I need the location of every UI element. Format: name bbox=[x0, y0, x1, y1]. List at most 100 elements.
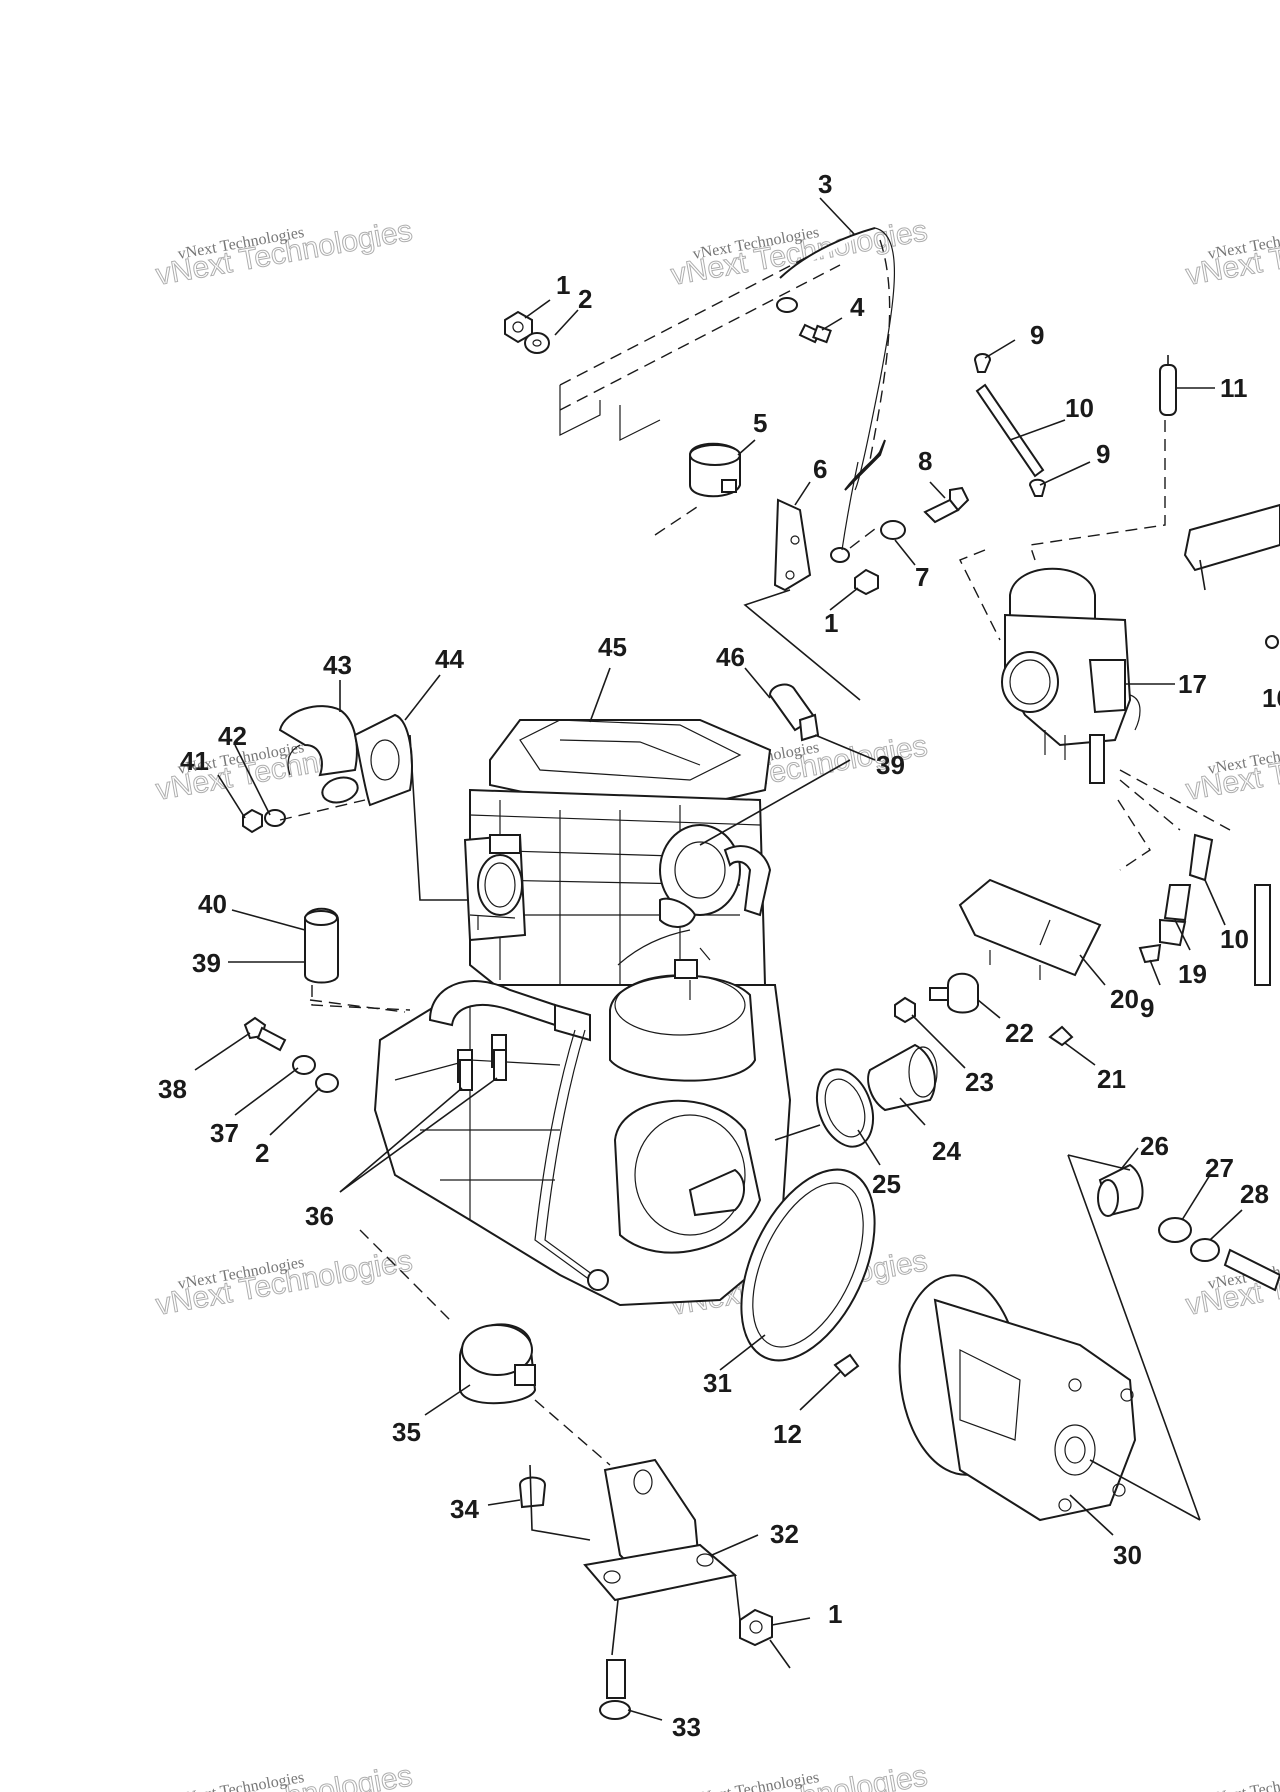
ground-cable bbox=[776, 227, 895, 563]
nut-1-middle bbox=[854, 568, 879, 596]
bolt-12 bbox=[833, 1353, 860, 1378]
watermark: vNext Technologies vNext Technologies bbox=[668, 214, 930, 293]
svg-text:vNext Technologies: vNext Technologies bbox=[177, 1769, 306, 1792]
callout-43: 43 bbox=[323, 650, 352, 680]
callout-10: 10 bbox=[1220, 924, 1249, 954]
clamp-9-mid bbox=[1028, 478, 1047, 497]
valve-19 bbox=[1159, 884, 1192, 947]
watermark: vNext Technologies vNext Technologies bbox=[668, 1759, 930, 1792]
callout-45: 45 bbox=[598, 632, 627, 662]
callout-38: 38 bbox=[158, 1074, 187, 1104]
callout-36: 36 bbox=[305, 1201, 334, 1231]
bolt-38 bbox=[243, 1016, 287, 1052]
watermark: vNext Technologies vNext Technologies bbox=[1183, 1759, 1280, 1792]
callout-17: 17 bbox=[1178, 669, 1207, 699]
watermark: vNext Technologies vNext Technologies bbox=[153, 214, 415, 293]
washer-27 bbox=[1158, 1217, 1192, 1243]
bolt-4 bbox=[798, 323, 832, 344]
bracket-16 bbox=[1183, 503, 1280, 649]
callout-42: 42 bbox=[218, 721, 247, 751]
housing-30 bbox=[898, 1274, 1137, 1522]
callout-28: 28 bbox=[1240, 1179, 1269, 1209]
callout-16: 16 bbox=[1262, 683, 1280, 713]
callout-9: 9 bbox=[1096, 439, 1110, 469]
washer-2-left bbox=[315, 1073, 339, 1093]
callout-33: 33 bbox=[672, 1712, 701, 1742]
callout-37: 37 bbox=[210, 1118, 239, 1148]
hose-clamp-25 bbox=[815, 1068, 875, 1148]
boot-24 bbox=[867, 1043, 938, 1112]
washer-28 bbox=[1190, 1238, 1220, 1262]
callout-numbers: 1 2 3 4 5 6 7 8 1 9 10 9 11 17 16 43 44 … bbox=[158, 169, 1280, 1742]
callout-25: 25 bbox=[872, 1169, 901, 1199]
callout-46: 46 bbox=[716, 642, 745, 672]
callout-44: 44 bbox=[435, 644, 464, 674]
callout-40: 40 bbox=[198, 889, 227, 919]
nut-34 bbox=[518, 1476, 547, 1509]
bracket-32 bbox=[583, 1458, 738, 1602]
bolt-8 bbox=[923, 486, 970, 524]
callout-9: 9 bbox=[1030, 320, 1044, 350]
callout-2: 2 bbox=[255, 1138, 269, 1168]
callout-1: 1 bbox=[828, 1599, 842, 1629]
clamp-9-low bbox=[1138, 943, 1162, 964]
callout-21: 21 bbox=[1097, 1064, 1126, 1094]
bracket-6 bbox=[773, 498, 812, 592]
bolt-right bbox=[1223, 1248, 1280, 1292]
hose-10-top bbox=[975, 383, 1045, 478]
callout-4: 4 bbox=[850, 292, 865, 322]
mount-22 bbox=[929, 972, 979, 1014]
callout-24: 24 bbox=[932, 1136, 961, 1166]
mount-5 bbox=[689, 442, 741, 498]
washer-2-top bbox=[524, 332, 550, 354]
callout-7: 7 bbox=[915, 562, 929, 592]
callout-11: 11 bbox=[1220, 373, 1248, 403]
callout-8: 8 bbox=[918, 446, 932, 476]
callout-35: 35 bbox=[392, 1417, 421, 1447]
gasket-31 bbox=[740, 1168, 876, 1362]
engine-block-45 bbox=[373, 719, 792, 1307]
callout-10: 10 bbox=[1065, 393, 1094, 423]
carburetor-17 bbox=[1001, 567, 1141, 784]
pin-11 bbox=[1159, 355, 1177, 416]
heat-shield-20 bbox=[958, 878, 1102, 980]
callout-22: 22 bbox=[1005, 1018, 1034, 1048]
svg-text:vNext Technologies: vNext Technologies bbox=[1207, 1769, 1280, 1792]
callout-39: 39 bbox=[192, 948, 221, 978]
nut-41 bbox=[242, 808, 263, 834]
callout-19: 19 bbox=[1178, 959, 1207, 989]
callout-6: 6 bbox=[813, 454, 827, 484]
callout-39: 39 bbox=[876, 750, 905, 780]
clamp-9-top bbox=[973, 353, 992, 373]
callout-5: 5 bbox=[753, 408, 767, 438]
nut-21 bbox=[1048, 1025, 1074, 1047]
callout-41: 41 bbox=[180, 746, 209, 776]
svg-text:vNext Technologies: vNext Technologies bbox=[692, 1769, 821, 1792]
watermark: vNext Technologies vNext Technologies bbox=[1183, 729, 1280, 808]
callout-32: 32 bbox=[770, 1519, 799, 1549]
callout-26: 26 bbox=[1140, 1131, 1169, 1161]
sensor-46 bbox=[768, 683, 820, 742]
callout-23: 23 bbox=[965, 1067, 994, 1097]
watermark: vNext Technologies vNext Technologies bbox=[1183, 214, 1280, 293]
callout-27: 27 bbox=[1205, 1153, 1234, 1183]
callout-1: 1 bbox=[824, 608, 838, 638]
washer-37 bbox=[292, 1055, 316, 1075]
watermark: vNext Technologies vNext Technologies bbox=[153, 1244, 415, 1323]
spark-plugs-36 bbox=[459, 1049, 507, 1091]
cap-40 bbox=[304, 907, 339, 984]
gasket-44 bbox=[353, 713, 413, 807]
frame-rail bbox=[559, 239, 841, 441]
nut-23 bbox=[894, 996, 916, 1024]
callout-9: 9 bbox=[1140, 993, 1154, 1023]
callout-31: 31 bbox=[703, 1368, 732, 1398]
callout-1: 1 bbox=[556, 270, 570, 300]
callout-30: 30 bbox=[1113, 1540, 1142, 1570]
callout-20: 20 bbox=[1110, 984, 1139, 1014]
bolt-33 bbox=[599, 1659, 631, 1720]
callout-34: 34 bbox=[450, 1494, 479, 1524]
callout-3: 3 bbox=[818, 169, 832, 199]
watermark: vNext Technologies vNext Technologies bbox=[153, 1759, 415, 1792]
